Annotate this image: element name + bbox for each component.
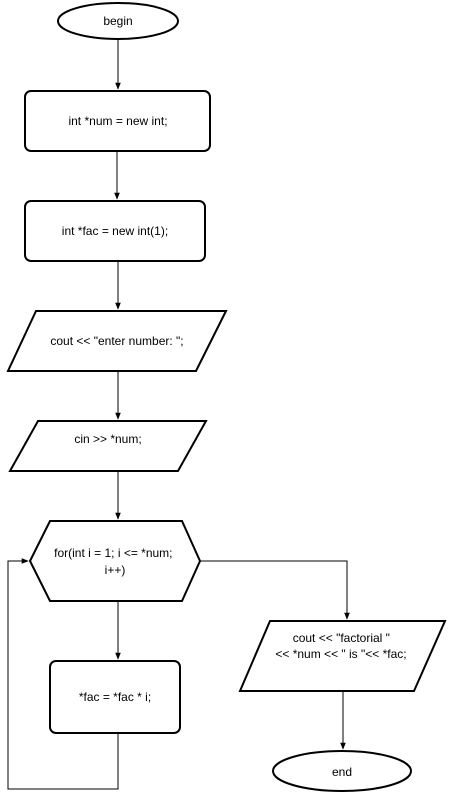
fac-alloc-label: int *fac = new int(1);: [62, 224, 168, 238]
node-end: end: [272, 750, 412, 792]
node-prompt: cout << "enter number: ";: [6, 310, 228, 372]
io-prompt-shape: [6, 310, 228, 372]
io-output-shape: [238, 620, 447, 692]
node-begin: begin: [57, 2, 179, 40]
process-num-alloc-shape: [24, 90, 211, 152]
node-input: cin >> *num;: [8, 420, 208, 472]
terminal-begin-shape: [57, 2, 179, 40]
loop-hexagon-shape: [28, 520, 202, 602]
terminal-end-shape: [272, 750, 412, 792]
edge-multiply-back-to-loop: [7, 558, 119, 790]
end-label: end: [332, 765, 352, 779]
begin-label: begin: [103, 14, 132, 28]
prompt-label: cout << "enter number: ";: [50, 334, 183, 348]
edges: [7, 39, 350, 790]
num-alloc-label: int *num = new int;: [68, 114, 167, 128]
node-output: cout << "factorial " << *num << " is "<<…: [238, 620, 447, 692]
output-label: cout << "factorial " << *num << " is "<<…: [275, 631, 406, 661]
loop-label: for(int i = 1; i <= *num; i++): [54, 546, 176, 577]
process-fac-alloc-shape: [24, 200, 206, 262]
io-input-shape: [8, 420, 208, 472]
input-label: cin >> *num;: [74, 432, 141, 446]
process-multiply-shape: [49, 660, 181, 734]
edge-loop-exit-to-output: [200, 560, 350, 620]
node-fac-alloc: int *fac = new int(1);: [24, 200, 206, 262]
node-loop: for(int i = 1; i <= *num; i++): [28, 520, 202, 602]
multiply-label: *fac = *fac * i;: [79, 690, 151, 704]
node-num-alloc: int *num = new int;: [24, 90, 211, 152]
node-multiply: *fac = *fac * i;: [49, 660, 181, 734]
